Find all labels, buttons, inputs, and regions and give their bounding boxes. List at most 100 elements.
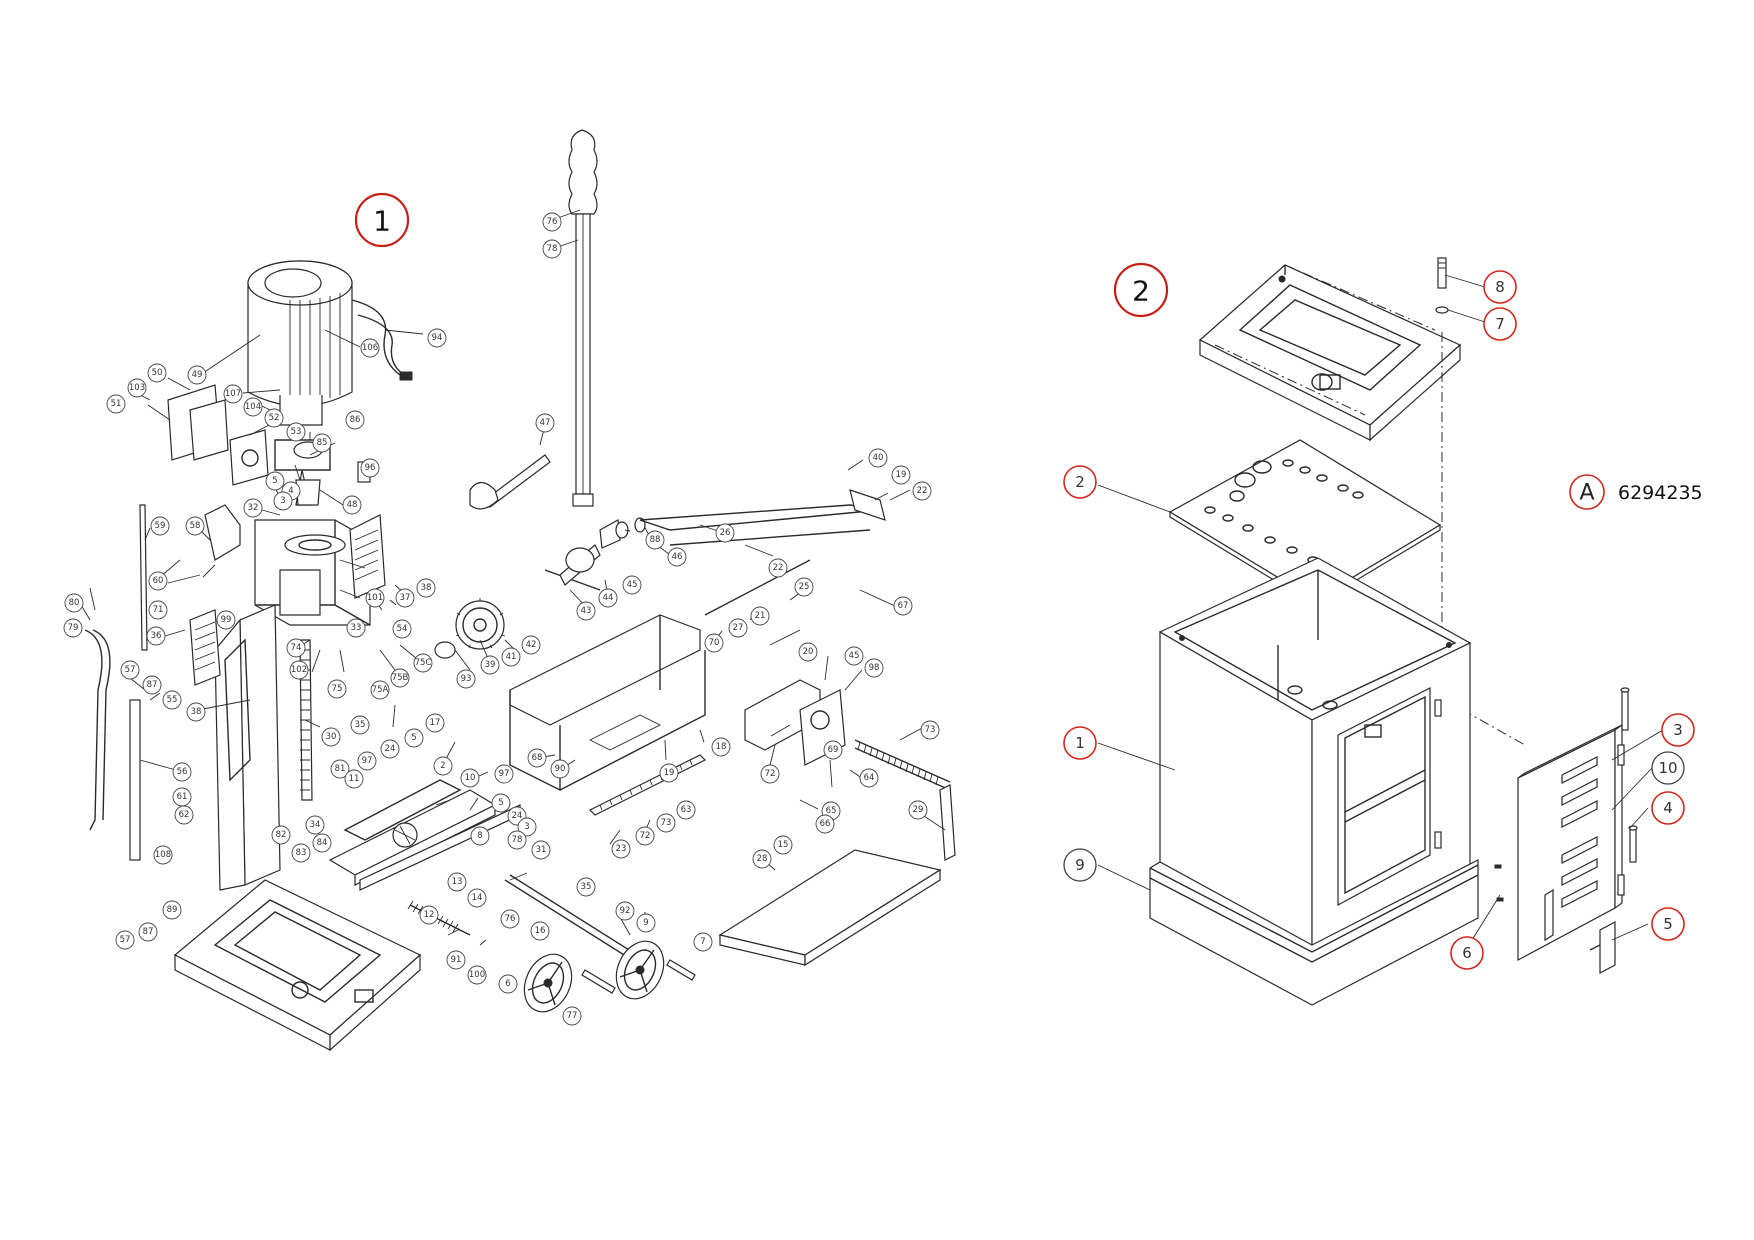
svg-text:27: 27 (733, 623, 744, 633)
svg-text:92: 92 (620, 906, 631, 916)
callout-2-8: 8 (1483, 270, 1517, 304)
section-2-number: 2 (1132, 275, 1150, 308)
callout: 55 (162, 690, 182, 710)
callout: 44 (598, 588, 618, 608)
svg-text:81: 81 (335, 764, 346, 774)
callout: 6 (498, 974, 518, 994)
svg-text:5: 5 (498, 798, 503, 808)
callout: 76 (500, 909, 520, 929)
svg-text:19: 19 (896, 470, 907, 480)
callout: 40 (868, 448, 888, 468)
callout-2-1: 1 (1063, 726, 1097, 760)
svg-text:89: 89 (167, 905, 178, 915)
callout: 39 (480, 655, 500, 675)
callout: 68 (527, 748, 547, 768)
svg-text:101: 101 (367, 593, 383, 603)
svg-text:58: 58 (190, 521, 201, 531)
callout-2-9: 9 (1063, 848, 1097, 882)
callout: 100 (467, 965, 487, 985)
callout: 66 (815, 814, 835, 834)
callout: 98 (864, 658, 884, 678)
callout: 57 (115, 930, 135, 950)
svg-text:91: 91 (451, 955, 462, 965)
svg-text:2: 2 (440, 761, 445, 771)
callout: 32 (243, 498, 263, 518)
svg-text:62: 62 (179, 810, 190, 820)
leader-lines-2 (1097, 274, 1664, 941)
callout: 48 (342, 495, 362, 515)
callout: 12 (419, 905, 439, 925)
callout: 80 (64, 593, 84, 613)
svg-text:4: 4 (288, 486, 293, 496)
callout: 35 (350, 715, 370, 735)
callout-2-4: 4 (1651, 791, 1685, 825)
callout-2-5: 5 (1651, 907, 1685, 941)
svg-text:97: 97 (362, 756, 373, 766)
callout: 85 (312, 433, 332, 453)
svg-text:73: 73 (925, 725, 936, 735)
callout: 94 (427, 328, 447, 348)
svg-text:47: 47 (540, 418, 551, 428)
svg-text:45: 45 (627, 580, 638, 590)
svg-text:5: 5 (411, 733, 416, 743)
callout: 20 (798, 642, 818, 662)
svg-text:9: 9 (1075, 856, 1085, 874)
callout: 72 (635, 826, 655, 846)
callout: 43 (576, 601, 596, 621)
svg-text:34: 34 (310, 820, 321, 830)
callout: 26 (715, 523, 735, 543)
svg-text:18: 18 (716, 742, 727, 752)
svg-text:76: 76 (505, 914, 516, 924)
callout: 104 (243, 397, 263, 417)
svg-text:35: 35 (581, 882, 592, 892)
callout: 86 (345, 410, 365, 430)
svg-text:73: 73 (661, 818, 672, 828)
callout: 70 (704, 633, 724, 653)
svg-text:75B: 75B (392, 673, 409, 683)
callout: 22 (912, 481, 932, 501)
svg-text:72: 72 (640, 831, 651, 841)
svg-text:38: 38 (191, 707, 202, 717)
svg-text:9: 9 (643, 918, 648, 928)
side-rod-icon (84, 629, 141, 861)
svg-text:78: 78 (547, 244, 558, 254)
callout: 77 (562, 1006, 582, 1026)
svg-text:16: 16 (535, 926, 546, 936)
callout: 11 (344, 769, 364, 789)
svg-text:99: 99 (221, 615, 232, 625)
callout: 54 (392, 619, 412, 639)
svg-text:64: 64 (864, 773, 875, 783)
svg-text:20: 20 (803, 647, 814, 657)
callouts-2: 8 7 2 1 9 3 10 4 5 6 (1063, 270, 1695, 970)
callout: 59 (150, 516, 170, 536)
callout-2-2: 2 (1063, 465, 1097, 499)
svg-text:19: 19 (664, 768, 675, 778)
callout: 57 (120, 660, 140, 680)
callout: 22 (768, 558, 788, 578)
svg-text:6: 6 (1462, 944, 1472, 962)
callout-2-3: 3 (1661, 713, 1695, 747)
svg-text:102: 102 (291, 665, 307, 675)
callout: 107 (223, 384, 243, 404)
svg-text:54: 54 (397, 624, 408, 634)
svg-text:31: 31 (536, 845, 547, 855)
svg-text:23: 23 (616, 844, 627, 854)
svg-text:5: 5 (1663, 915, 1673, 933)
callout: 36 (146, 626, 166, 646)
callout: 8 (470, 826, 490, 846)
callout: 3 (517, 817, 537, 837)
svg-text:82: 82 (276, 830, 287, 840)
svg-text:5: 5 (272, 476, 277, 486)
svg-text:13: 13 (452, 877, 463, 887)
callout: 42 (521, 635, 541, 655)
callout: 2 (433, 756, 453, 776)
callout: 73 (656, 813, 676, 833)
svg-text:96: 96 (365, 463, 376, 473)
callout: 52 (264, 408, 284, 428)
callout: 13 (447, 872, 467, 892)
callout: 90 (550, 759, 570, 779)
svg-text:66: 66 (820, 819, 831, 829)
assembly-code-number: 6294235 (1618, 482, 1703, 504)
svg-text:106: 106 (362, 343, 378, 353)
svg-text:98: 98 (869, 663, 880, 673)
